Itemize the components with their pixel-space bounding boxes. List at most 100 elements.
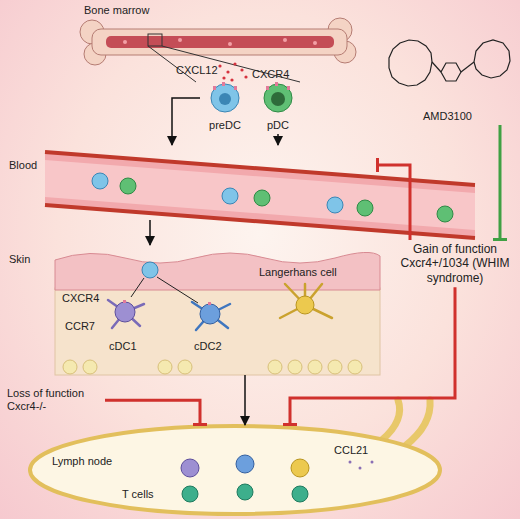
skin-tissue xyxy=(123,300,126,303)
skin-tissue xyxy=(158,360,172,374)
bone xyxy=(283,38,287,42)
predc-cell xyxy=(219,93,231,105)
chemokine-dots xyxy=(226,70,229,73)
lymph-node xyxy=(30,400,440,514)
chemokine-dots xyxy=(244,75,247,78)
cell-node: preDC xyxy=(200,82,250,134)
condition-box: Loss of function Cxcr4-/- xyxy=(3,385,105,415)
skin-tissue xyxy=(131,278,144,297)
predc-cell xyxy=(213,86,216,90)
molecule-label: CCL21 xyxy=(334,444,368,457)
skin-tissue xyxy=(55,252,380,375)
lymph-node xyxy=(349,461,352,464)
amd3100-structure xyxy=(389,40,432,86)
lymph-node xyxy=(292,486,308,502)
region-label-box: Bone marrow xyxy=(80,2,360,64)
blood-vessel xyxy=(437,206,453,222)
bone xyxy=(92,29,347,55)
migration-arrow xyxy=(172,98,200,145)
predc-cell xyxy=(211,84,239,112)
amd3100-structure xyxy=(441,63,461,81)
skin-tissue xyxy=(192,302,230,330)
pdc-cell xyxy=(264,84,292,112)
skin-tissue xyxy=(63,360,362,374)
skin-tissue xyxy=(178,360,192,374)
bone xyxy=(178,38,182,42)
skin-tissue xyxy=(268,360,282,374)
chemokine-dots xyxy=(218,62,247,81)
node-text: AMD3100 xyxy=(423,110,472,123)
skin-tissue xyxy=(83,360,97,374)
node-text: Langerhans cell xyxy=(259,266,337,279)
skin-tissue xyxy=(123,300,211,305)
lymph-node-region: Lymph node xyxy=(30,425,440,515)
node-text: Skin xyxy=(9,253,30,266)
node-text: Gain of function Cxcr4+/1034 (WHIM syndr… xyxy=(397,242,513,285)
skin-region: SkincDC1cDC2Langerhans cell xyxy=(5,245,380,375)
predc-cell xyxy=(211,82,239,112)
amd3100-structure xyxy=(432,62,441,72)
pdc-cell xyxy=(266,86,269,90)
node-text: Bone marrow xyxy=(84,4,149,17)
pdc-cell xyxy=(271,92,285,106)
blood-vessel xyxy=(222,188,238,204)
node-text: Blood xyxy=(9,159,37,172)
zoom-frame xyxy=(162,46,300,82)
migration-arrow xyxy=(277,134,279,145)
predc-cell xyxy=(234,86,237,90)
blood-vessel xyxy=(92,173,108,189)
node-text: Loss of function Cxcr4-/- xyxy=(7,387,101,413)
chemokine-dots xyxy=(218,64,221,67)
migration-arrow xyxy=(149,220,151,245)
cell-label-node: cDC2 xyxy=(190,338,230,355)
predc-cell xyxy=(222,82,225,86)
skin-tissue xyxy=(108,300,144,328)
node-text: cDC2 xyxy=(194,340,222,353)
blood-vessel xyxy=(327,197,343,213)
cell-label-node: Langerhans cell xyxy=(255,264,355,281)
skin-tissue xyxy=(280,284,332,318)
inhibition-connector xyxy=(499,125,502,240)
bone xyxy=(123,40,127,44)
blood-vessel xyxy=(120,178,136,194)
chemokine-dots xyxy=(240,68,243,71)
skin-tissue xyxy=(328,360,342,374)
lymph-node xyxy=(30,426,440,514)
bone xyxy=(80,18,356,65)
lymph-node xyxy=(359,467,362,470)
inhibition-connector xyxy=(105,400,200,425)
molecule-label: CXCR4 xyxy=(62,292,99,305)
lymph-node xyxy=(182,486,198,502)
inhibition-connector xyxy=(377,165,410,240)
skin-tissue xyxy=(55,288,380,375)
skin-tissue xyxy=(348,360,362,374)
pdc-cell xyxy=(287,86,290,90)
bone xyxy=(123,38,317,46)
zoom-frame xyxy=(148,34,162,46)
skin-tissue xyxy=(55,252,380,290)
pdc-cell xyxy=(264,82,292,112)
molecule-label: CXCR4 xyxy=(252,68,289,81)
molecule-label: T cells xyxy=(122,488,154,501)
pdc-cell xyxy=(266,82,290,90)
chemokine-dots xyxy=(222,76,225,79)
amd3100-structure xyxy=(461,62,474,72)
lymph-node xyxy=(371,461,374,464)
skin-tissue xyxy=(142,262,158,278)
condition-box: Gain of function Cxcr4+/1034 (WHIM syndr… xyxy=(393,240,517,287)
skin-tissue xyxy=(208,302,211,305)
bone xyxy=(106,36,334,48)
cell-node: pDC xyxy=(255,82,301,134)
skin-tissue xyxy=(157,277,198,303)
blood-region: Blood xyxy=(5,145,377,220)
amd3100-structure xyxy=(389,40,510,86)
blood-vessel xyxy=(254,190,270,206)
lymph-node xyxy=(349,461,374,470)
drug-node: AMD3100 xyxy=(380,30,515,125)
molecule-label: CCR7 xyxy=(65,320,95,333)
lymph-node xyxy=(237,484,253,500)
lymph-node xyxy=(291,459,309,477)
chemokine-dots xyxy=(233,62,236,65)
bone xyxy=(228,42,232,46)
